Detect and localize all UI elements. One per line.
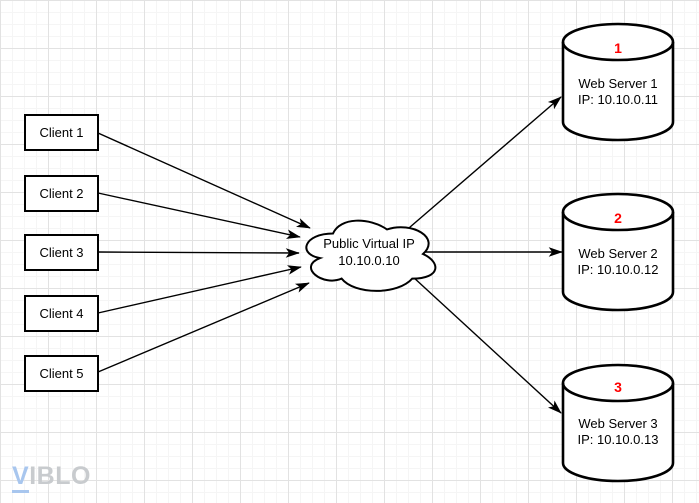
server2-ip: IP: 10.10.0.12: [577, 262, 659, 277]
client3-label: Client 3: [39, 245, 84, 260]
server2-number: 2: [614, 210, 622, 226]
vip-address: 10.10.0.10: [338, 253, 400, 268]
server3-label: Web Server 3 IP: 10.10.0.13: [563, 416, 673, 448]
server1-label: Web Server 1 IP: 10.10.0.11: [563, 76, 673, 108]
client5-box-shape: [24, 355, 99, 392]
client2-box-shape: [24, 175, 99, 212]
server1-ip: IP: 10.10.0.11: [578, 92, 658, 107]
client5-label: Client 5: [39, 366, 84, 381]
server3-cylinder-shape: [561, 363, 675, 483]
client2-label: Client 2: [39, 186, 84, 201]
server2-name: Web Server 2: [578, 246, 658, 261]
server3-ip: IP: 10.10.0.13: [577, 432, 659, 447]
viblo-watermark-logo: VIBLO: [12, 462, 91, 494]
client1-label: Client 1: [39, 125, 84, 140]
client4-box-shape: [24, 295, 99, 332]
vip-title: Public Virtual IP: [323, 236, 415, 251]
server3-name: Web Server 3: [578, 416, 658, 431]
arrow-vip-to-server3: [399, 264, 561, 413]
server1-number: 1: [614, 40, 622, 56]
arrow-vip-to-server1: [394, 97, 561, 241]
arrow-client5-to-vip: [97, 282, 309, 373]
server1-name: Web Server 1: [578, 76, 658, 91]
server2-label: Web Server 2 IP: 10.10.0.12: [563, 246, 673, 278]
client4-label: Client 4: [39, 306, 84, 321]
arrow-client4-to-vip: [97, 267, 301, 314]
public-virtual-ip-label: Public Virtual IP 10.10.0.10: [297, 235, 441, 269]
server3-number: 3: [614, 379, 622, 395]
viblo-logo-rest: IBLO: [29, 462, 91, 490]
server2-cylinder-shape: [561, 192, 675, 312]
arrow-client2-to-vip: [97, 192, 300, 237]
arrow-client1-to-vip: [97, 132, 310, 229]
viblo-logo-v: V: [12, 463, 30, 494]
client1-box-shape: [24, 114, 99, 151]
client3-box-shape: [24, 234, 99, 271]
server1-cylinder-shape: [561, 22, 675, 142]
public-virtual-ip-cloud-shape: [305, 219, 437, 292]
arrow-client3-to-vip: [97, 252, 299, 253]
